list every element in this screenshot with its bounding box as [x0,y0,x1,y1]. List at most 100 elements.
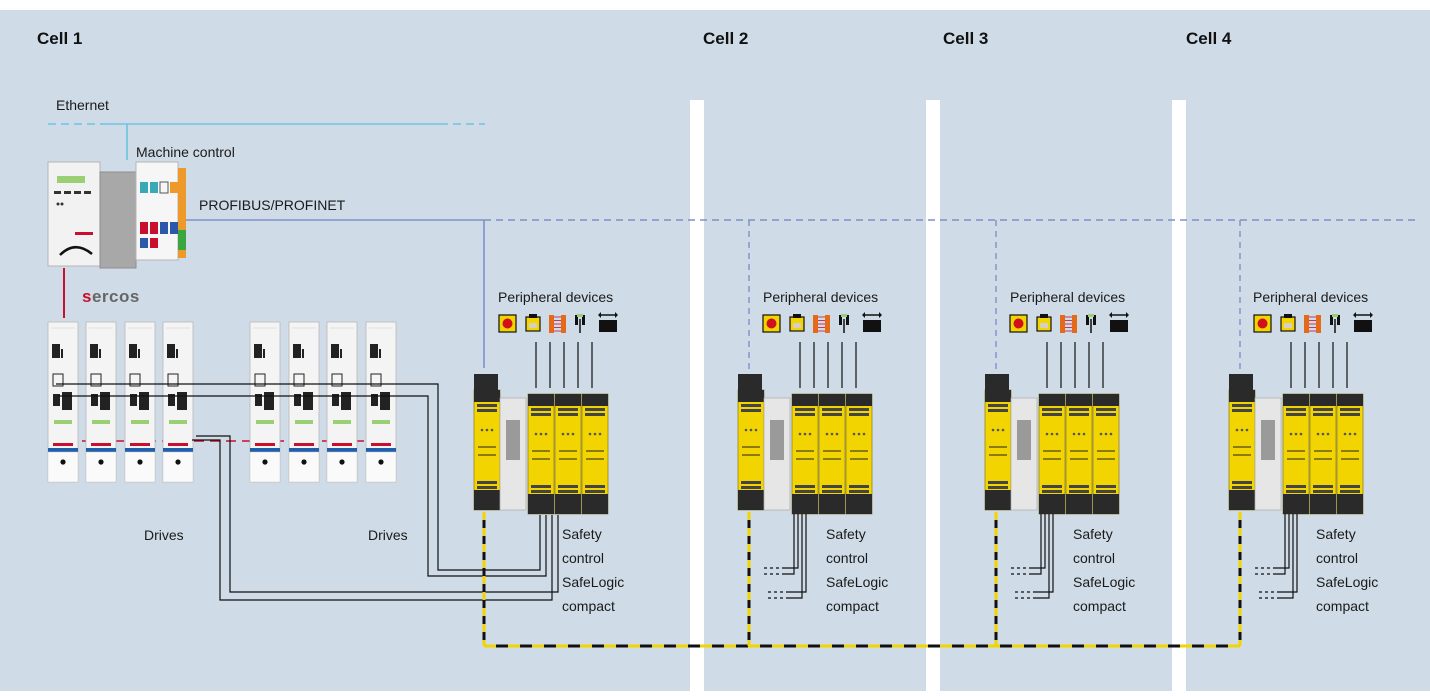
light-curtain-icon [813,315,830,333]
peripheral-label-cell-4: Peripheral devices [1253,289,1369,305]
safelogic-line: SafeLogic [562,574,625,590]
safety-door-switch-icon [525,314,541,332]
sensor-icon [839,314,849,333]
peripheral-label-cell-1: Peripheral devices [498,289,614,305]
safety-line: Safety [562,526,602,542]
gateway-module [1010,397,1038,511]
safety-io-module [845,393,873,515]
drives-label-2: Drives [368,527,408,543]
output-wiring [1011,514,1054,599]
gateway-connector [1017,420,1031,460]
safety-controls-layer [473,312,1373,599]
control-line: control [1073,550,1116,566]
safety-io-module [791,393,819,515]
light-curtain-icon [1060,315,1077,333]
peripheral-icons-cell-1 [498,312,618,333]
safety-io-module [527,393,555,515]
safety-door-switch-icon [789,314,805,332]
safelogic-line: SafeLogic [1073,574,1136,590]
safety-io-module [581,393,609,515]
safety-head-module [1228,389,1256,511]
fieldbus-line [180,219,1420,370]
cell-2-title: Cell 2 [703,29,749,48]
safety-door-switch-icon [1280,314,1296,332]
machine-control-label: Machine control [136,144,235,160]
safety-io-module [1038,393,1066,515]
two-hand-control-icon [1109,312,1129,332]
peripheral-label-cell-3: Peripheral devices [1010,289,1126,305]
safety-control-label-cell-3: Safety control SafeLogic compact [1073,522,1135,618]
output-wiring [1255,514,1298,599]
drives-label-1: Drives [144,527,184,543]
fieldbus-label: PROFIBUS/PROFINET [199,197,346,213]
safety-line: Safety [826,526,866,542]
emergency-stop-icon [1009,314,1028,333]
safety-line: Safety [1073,526,1113,542]
ethernet-label: Ethernet [56,97,109,113]
compact-line: compact [1073,598,1126,614]
diagram-background [0,10,1430,691]
safety-head-top [985,374,1009,390]
control-line: control [1316,550,1359,566]
sensor-icon [575,314,585,333]
safety-io-module [1309,393,1337,515]
cell-4-title: Cell 4 [1186,29,1232,48]
sensor-icon [1086,314,1096,333]
safety-control-modules [737,374,873,515]
sensor-icon [1330,314,1340,333]
compact-line: compact [562,598,615,614]
compact-line: compact [826,598,879,614]
safety-head-module [984,389,1012,511]
cell-divider-1 [690,100,704,691]
safety-control-label-cell-2: Safety control SafeLogic compact [826,522,888,618]
two-hand-control-icon [862,312,882,332]
safety-control-modules [1228,374,1364,515]
emergency-stop-icon [498,314,517,333]
peripheral-icons-cell-3 [1009,312,1129,333]
two-hand-control-icon [1353,312,1373,332]
safety-door-switch-icon [1036,314,1052,332]
two-hand-control-icon [598,312,618,332]
sercos-logo: sercos [82,287,140,306]
safety-io-module [1336,393,1364,515]
ethernet-line [48,123,485,160]
safety-control-cell-2 [737,312,882,599]
gateway-connector [1261,420,1275,460]
safety-control-modules [984,374,1120,515]
peripheral-icons-cell-2 [762,312,882,333]
output-wiring [764,514,807,599]
safety-head-top [474,374,498,390]
safelogic-line: SafeLogic [1316,574,1379,590]
safety-control-modules [473,374,609,515]
control-line: control [562,550,605,566]
safelogic-line: SafeLogic [826,574,889,590]
peripheral-label-cell-2: Peripheral devices [763,289,879,305]
light-curtain-icon [1304,315,1321,333]
cell-divider-2 [926,100,940,691]
safety-control-label-cell-4: Safety control SafeLogic compact [1316,522,1378,618]
machine-control-device [47,161,186,269]
safety-head-module [473,389,501,511]
cell-3-title: Cell 3 [943,29,989,48]
peripheral-icons-cell-4 [1253,312,1373,333]
drive-safety-wiring [56,383,559,601]
safety-head-top [738,374,762,390]
safety-io-module [818,393,846,515]
safety-io-module [1092,393,1120,515]
emergency-stop-icon [1253,314,1272,333]
safety-control-cell-4 [1228,312,1373,599]
safety-head-module [737,389,765,511]
cell-1-title: Cell 1 [37,29,83,48]
safety-control-cell-1 [473,312,618,515]
safety-io-module [1065,393,1093,515]
safety-head-top [1229,374,1253,390]
safety-control-label-cell-1: Safety control SafeLogic compact [562,522,624,618]
safety-line: Safety [1316,526,1356,542]
safety-io-module [1282,393,1310,515]
safety-bus [482,512,1242,648]
light-curtain-icon [549,315,566,333]
gateway-connector [506,420,520,460]
control-line: control [826,550,869,566]
